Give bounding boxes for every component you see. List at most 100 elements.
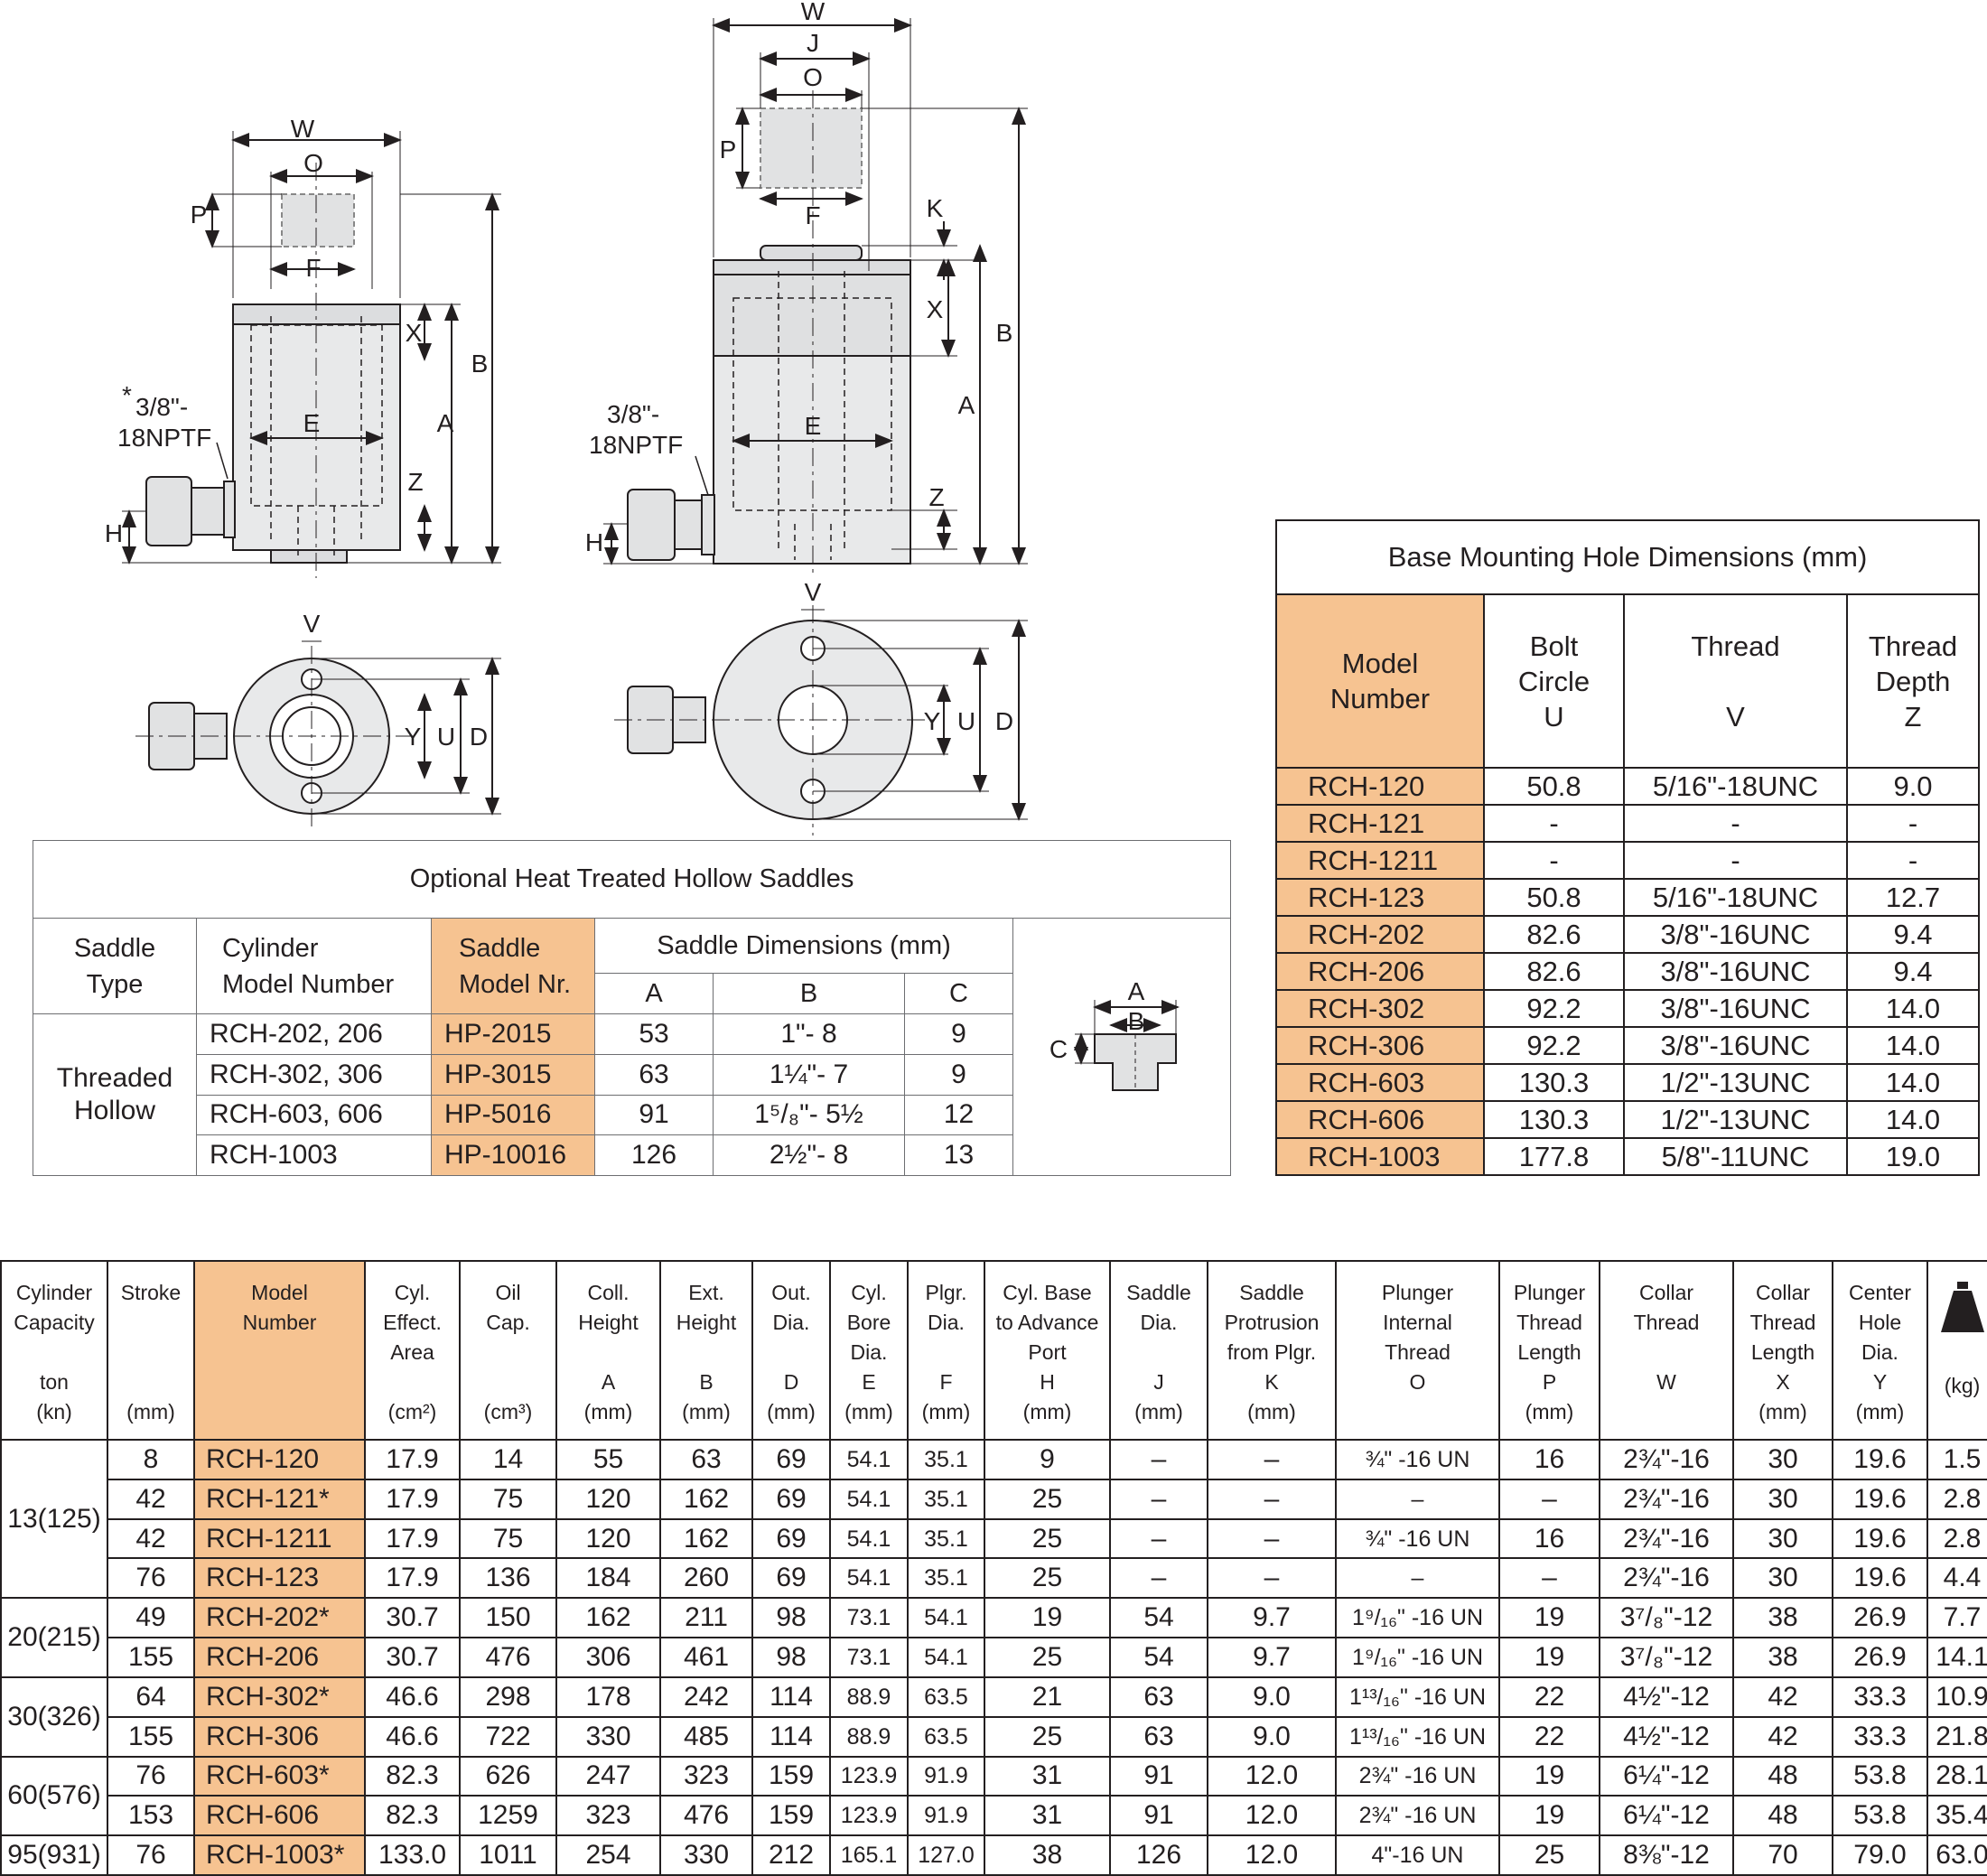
model-number: RCH-1211 <box>1275 841 1485 880</box>
plunger-internal-thread: 4"-16 UN <box>1335 1834 1500 1876</box>
dim-a-header: A <box>594 972 714 1015</box>
saddle-diameter: – <box>1109 1557 1208 1600</box>
saddle-protrusion: 9.0 <box>1207 1675 1337 1718</box>
oil-capacity: 14 <box>459 1439 557 1480</box>
weight: 4.4 <box>1926 1557 1987 1600</box>
capacity-cell: 30(326) <box>0 1675 108 1758</box>
plunger-diameter: 63.5 <box>907 1675 985 1718</box>
thread-depth: - <box>1845 841 1981 880</box>
dim-a: 53 <box>594 1013 714 1056</box>
effective-area: 17.9 <box>364 1557 461 1600</box>
dim-c-header: C <box>904 972 1013 1015</box>
stroke: 76 <box>107 1755 195 1797</box>
plunger-diameter: 35.1 <box>907 1557 985 1600</box>
oil-capacity: 136 <box>459 1557 557 1600</box>
plunger-internal-thread: ¾" -16 UN <box>1335 1517 1500 1560</box>
oil-capacity: 75 <box>459 1517 557 1560</box>
outside-diameter: 212 <box>751 1834 831 1876</box>
weight-header: (kg) <box>1926 1260 1987 1441</box>
weight: 35.4 <box>1926 1795 1987 1837</box>
plunger-diameter: 127.0 <box>907 1834 985 1876</box>
oil-capacity: 1259 <box>459 1795 557 1837</box>
bolt-circle: - <box>1483 841 1625 880</box>
saddle-model: HP-10016 <box>431 1134 595 1176</box>
thread-depth: - <box>1845 804 1981 843</box>
dim-a: 91 <box>594 1094 714 1136</box>
collapsed-height: 330 <box>555 1715 661 1758</box>
dim-b: 1⁵/₈"- 5½ <box>713 1094 905 1136</box>
effective-area: 82.3 <box>364 1755 461 1797</box>
weight: 21.8 <box>1926 1715 1987 1758</box>
thread: 3/8"-16UNC <box>1623 915 1848 954</box>
model-number: RCH-302 <box>1275 989 1485 1028</box>
extended-height: 162 <box>659 1478 753 1520</box>
collapsed-height: 306 <box>555 1637 661 1678</box>
dim-f: F <box>805 201 820 229</box>
model-number: RCH-606 <box>193 1795 366 1837</box>
effective-area-header: Cyl.Effect.Area (cm²) <box>364 1260 461 1441</box>
outside-diameter: 98 <box>751 1637 831 1678</box>
model-number: RCH-306 <box>1275 1026 1485 1065</box>
plunger-diameter: 91.9 <box>907 1755 985 1797</box>
table-row: RCH-1003 HP-10016 126 2½"- 8 13 <box>33 1134 1231 1176</box>
port-star: * <box>122 381 132 409</box>
saddle-protrusion: – <box>1207 1439 1337 1480</box>
saddle-diameter: – <box>1109 1478 1208 1520</box>
dim-d: D <box>995 707 1013 735</box>
dim-x: X <box>927 295 944 323</box>
collar-thread-length: 38 <box>1732 1597 1833 1639</box>
collar-thread-length: 30 <box>1732 1439 1833 1480</box>
base-mounting-table: Base Mounting Hole Dimensions (mm) Model… <box>1274 519 1981 1176</box>
collar-thread-length: 42 <box>1732 1675 1833 1718</box>
dim-u: U <box>957 707 975 735</box>
advance-port-height: 31 <box>984 1755 1111 1797</box>
oil-capacity: 150 <box>459 1597 557 1639</box>
model-number: RCH-123 <box>193 1557 366 1600</box>
saddle-diameter: 54 <box>1109 1637 1208 1678</box>
thread-depth: 14.0 <box>1845 989 1981 1028</box>
advance-port-height: 25 <box>984 1517 1111 1560</box>
bolt-circle: 50.8 <box>1483 767 1625 806</box>
bolt-circle: 177.8 <box>1483 1137 1625 1176</box>
outside-diameter: 69 <box>751 1557 831 1600</box>
dim-y: Y <box>405 723 422 751</box>
dim-a: 63 <box>594 1054 714 1096</box>
plunger-internal-thread: 2¾" -16 UN <box>1335 1795 1500 1837</box>
weight: 7.7 <box>1926 1597 1987 1639</box>
plunger-diameter: 54.1 <box>907 1597 985 1639</box>
dim-e: E <box>805 412 822 440</box>
stroke: 49 <box>107 1597 195 1639</box>
model-number: RCH-606 <box>1275 1100 1485 1139</box>
center-hole-diameter: 53.8 <box>1832 1755 1928 1797</box>
bore-diameter: 123.9 <box>829 1795 909 1837</box>
collar-thread-length: 42 <box>1732 1715 1833 1758</box>
dim-w: W <box>291 115 315 143</box>
model-number: RCH-603* <box>193 1755 366 1797</box>
extended-height: 242 <box>659 1675 753 1718</box>
bore-diameter: 88.9 <box>829 1715 909 1758</box>
collar-thread-length: 48 <box>1732 1795 1833 1837</box>
plunger-internal-thread: 1¹³/₁₆" -16 UN <box>1335 1715 1500 1758</box>
plunger-thread-length: – <box>1498 1478 1600 1520</box>
bolt-circle: - <box>1483 804 1625 843</box>
bolt-circle: 92.2 <box>1483 989 1625 1028</box>
dim-z: Z <box>407 468 423 496</box>
collar-thread: 2¾"-16 <box>1599 1478 1734 1520</box>
advance-port-height: 25 <box>984 1715 1111 1758</box>
thread: - <box>1623 841 1848 880</box>
saddle-diameter: 91 <box>1109 1795 1208 1837</box>
thread: 5/16"-18UNC <box>1623 767 1848 806</box>
weight: 1.5 <box>1926 1439 1987 1480</box>
extended-height: 211 <box>659 1597 753 1639</box>
cylinder-model: RCH-202, 206 <box>196 1013 432 1056</box>
